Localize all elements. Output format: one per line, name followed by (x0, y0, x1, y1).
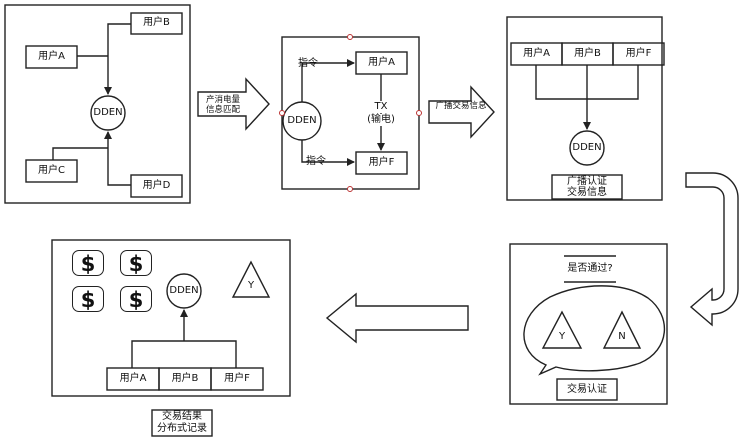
p2-tx-sub-label: (输电) (358, 114, 404, 126)
p5-dden-label: DDEN (169, 285, 199, 296)
p4-caption-box (556, 378, 618, 401)
p2-user-f-box (355, 151, 408, 175)
p4-no-triangle (602, 310, 642, 349)
panel-3-frame (506, 16, 663, 201)
arrow-2-shape (428, 85, 495, 139)
p2-port-top (347, 34, 353, 40)
p5-yes-label: Y (247, 280, 255, 291)
p3-user-a-label: 用户A (523, 48, 550, 59)
p5-user-b-label: 用户B (171, 373, 199, 384)
p3-caption-box (551, 174, 623, 200)
p5-bus (131, 340, 237, 368)
panel-1-frame (4, 4, 191, 204)
p2-user-a-label: 用户A (368, 57, 395, 68)
p1-user-d-label: 用户D (142, 180, 171, 191)
p4-question-label: 是否通过? (567, 263, 613, 274)
panel-4-frame (509, 243, 668, 405)
p5-dden-node (166, 273, 202, 309)
p5-user-f-label: 用户F (224, 373, 250, 384)
p2-tx-label: TX (361, 101, 401, 113)
dollar-icon: $ (72, 286, 104, 312)
p1-user-c-label: 用户C (38, 165, 65, 176)
p5-caption-box (151, 409, 213, 437)
p4-yes-triangle (541, 310, 583, 349)
p3-user-f-label: 用户F (625, 48, 652, 59)
p2-cmd-bottom-label: 指令 (306, 156, 326, 167)
dollar-icon: $ (120, 250, 152, 276)
p5-caption-line1: 交易结果 (162, 411, 202, 422)
p1-dden-node (90, 95, 126, 131)
arrow-1-shape (197, 77, 270, 131)
p2-cmd-top-label: 指令 (298, 58, 318, 69)
p2-port-right (416, 110, 422, 116)
p1-user-b-label: 用户B (143, 17, 170, 28)
p1-link-b (104, 23, 131, 95)
dollar-icon: $ (72, 250, 104, 276)
p2-user-f-label: 用户F (368, 157, 395, 168)
p3-user-b-label: 用户B (574, 48, 601, 59)
arrow-1-label-line2: 信息匹配 (205, 105, 240, 115)
arrow-1-label-line1: 产消电量 (205, 95, 240, 105)
p4-caption-label: 交易认证 (567, 384, 607, 395)
p2-link-top (301, 59, 355, 102)
p1-user-a-box (25, 45, 78, 69)
p5-user-f-box (210, 367, 264, 391)
p5-caption-line2: 分布式记录 (157, 423, 207, 434)
p1-link-d (104, 131, 131, 186)
p1-dden-label: DDEN (93, 107, 123, 118)
p5-yes-triangle (231, 260, 271, 298)
p1-link-c (52, 147, 108, 160)
p3-caption-line1: 广播认证 (567, 176, 607, 187)
uturn-arrow-shape (685, 172, 739, 327)
left-arrow-shape (325, 292, 469, 344)
panel-5-frame (51, 239, 291, 397)
p2-link-bottom (301, 140, 355, 166)
p2-dden-label: DDEN (287, 115, 317, 126)
p5-user-a-label: 用户A (119, 373, 147, 384)
p1-user-c-box (25, 159, 78, 183)
p3-caption-line2: 交易信息 (567, 187, 607, 198)
p2-port-left (279, 110, 285, 116)
p2-port-bottom (347, 186, 353, 192)
p3-dden-node (569, 130, 605, 166)
p4-no-label: N (618, 331, 626, 342)
p3-dden-label: DDEN (572, 142, 602, 153)
p1-user-a-label: 用户A (38, 51, 65, 62)
arrow-2-label: 广播交易信息 (435, 101, 487, 111)
p1-user-d-box (130, 174, 183, 198)
p4-speech-bubble (523, 285, 665, 376)
p4-yes-label: Y (558, 331, 566, 342)
dollar-icon: $ (120, 286, 152, 312)
